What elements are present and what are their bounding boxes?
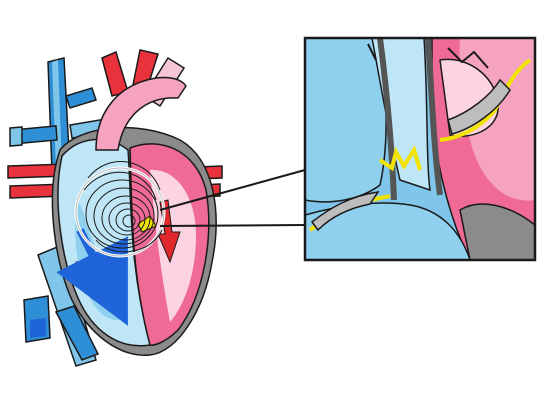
inset-frame [303,36,537,262]
inset-valve-1 [378,145,422,172]
inset-valve-3 [439,58,532,142]
spiral-overlay-icon [74,161,166,258]
aortic-branch-1 [101,50,129,97]
aortic-arch [95,76,187,151]
zoom-callout-icon [303,36,537,262]
right-vein-branch [65,87,97,109]
inset-myocardium [459,203,535,260]
zoom-callout-lines [159,169,306,227]
